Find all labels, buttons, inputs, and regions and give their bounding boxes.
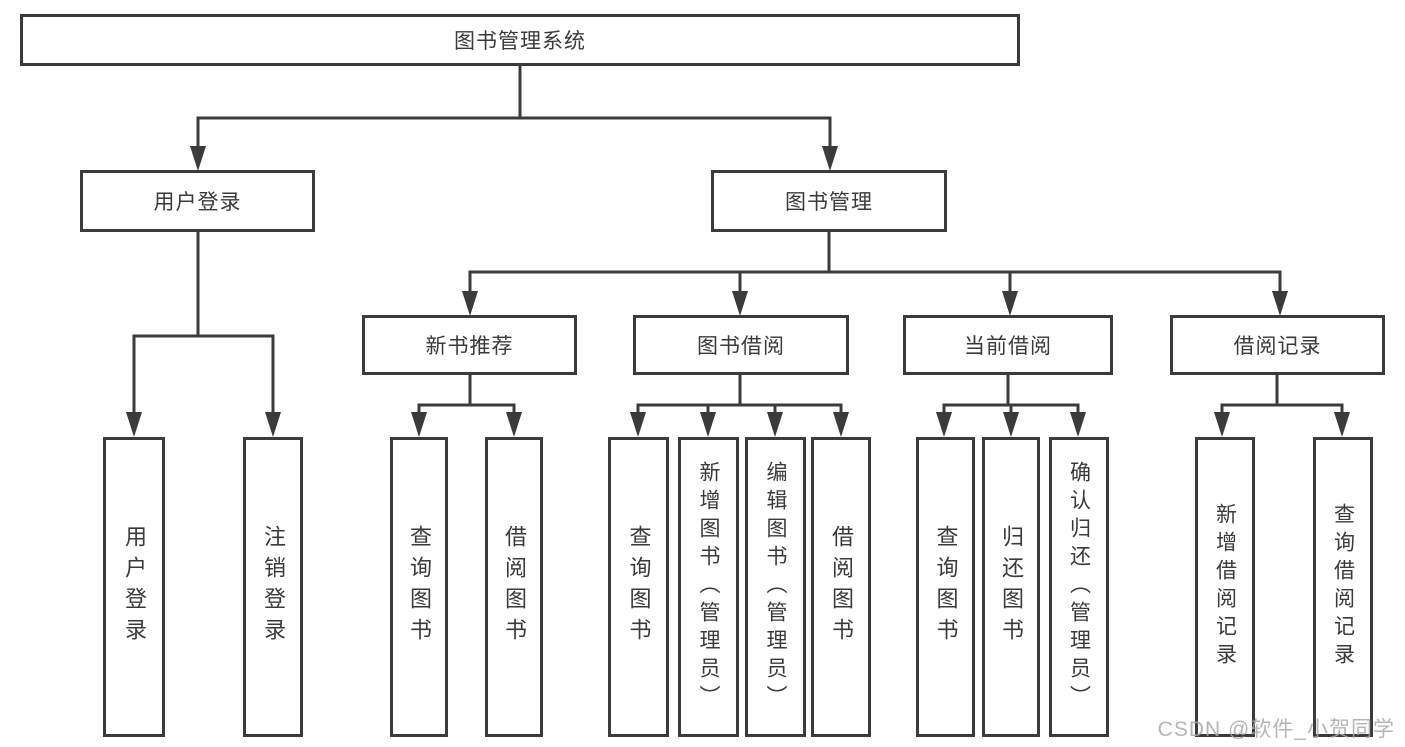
node-current-borrowing-label: 当前借阅 [964, 335, 1052, 358]
node-new-book-recommend: 新书推荐 [362, 315, 577, 375]
leaf-edit-books-admin-label: 编辑图书（管理员） [764, 461, 787, 713]
node-new-book-recommend-label: 新书推荐 [425, 335, 514, 358]
node-book-borrowing-label: 图书借阅 [697, 335, 785, 358]
leaf-borrow-borrow-books-label: 借阅图书 [829, 525, 854, 649]
leaf-newrec-borrow-books-label: 借阅图书 [502, 525, 527, 649]
leaf-return-books: 归还图书 [982, 437, 1040, 737]
node-root-label: 图书管理系统 [454, 30, 586, 53]
leaf-add-borrow-record-label: 新增借阅记录 [1213, 503, 1237, 671]
leaf-current-query-books-label: 查询图书 [933, 525, 959, 649]
node-current-borrowing: 当前借阅 [903, 315, 1113, 375]
leaf-borrow-query-books: 查询图书 [608, 437, 669, 737]
node-book-management-label: 图书管理 [785, 191, 873, 214]
node-borrow-records-label: 借阅记录 [1233, 335, 1322, 358]
node-root-system: 图书管理系统 [20, 14, 1020, 66]
leaf-current-query-books: 查询图书 [916, 437, 975, 737]
leaf-edit-books-admin: 编辑图书（管理员） [745, 437, 806, 737]
leaf-confirm-return-admin: 确认归还（管理员） [1049, 437, 1109, 737]
leaf-query-borrow-record-label: 查询借阅记录 [1331, 503, 1355, 671]
leaf-borrow-borrow-books: 借阅图书 [811, 437, 871, 737]
leaf-newrec-borrow-books: 借阅图书 [485, 437, 543, 737]
leaf-query-borrow-record: 查询借阅记录 [1313, 437, 1373, 737]
leaf-logout-label: 注销登录 [261, 525, 286, 649]
node-borrow-records: 借阅记录 [1170, 315, 1385, 375]
leaf-newrec-query-books-label: 查询图书 [407, 525, 432, 649]
leaf-borrow-query-books-label: 查询图书 [626, 525, 652, 649]
node-user-login-branch-label: 用户登录 [153, 191, 242, 214]
leaf-return-books-label: 归还图书 [999, 525, 1024, 649]
leaf-user-login-label: 用户登录 [122, 525, 147, 649]
leaf-add-books-admin-label: 新增图书（管理员） [697, 461, 720, 713]
csdn-watermark: CSDN @软件_小贺同学 [1157, 718, 1395, 741]
node-user-login-branch: 用户登录 [80, 170, 315, 232]
leaf-user-login: 用户登录 [103, 437, 165, 737]
leaf-add-books-admin: 新增图书（管理员） [678, 437, 739, 737]
leaf-logout: 注销登录 [243, 437, 303, 737]
leaf-newrec-query-books: 查询图书 [390, 437, 448, 737]
leaf-confirm-return-admin-label: 确认归还（管理员） [1067, 461, 1091, 713]
node-book-borrowing: 图书借阅 [633, 315, 849, 375]
arrowheads [126, 146, 1350, 437]
node-book-management: 图书管理 [711, 170, 947, 232]
leaf-add-borrow-record: 新增借阅记录 [1195, 437, 1255, 737]
